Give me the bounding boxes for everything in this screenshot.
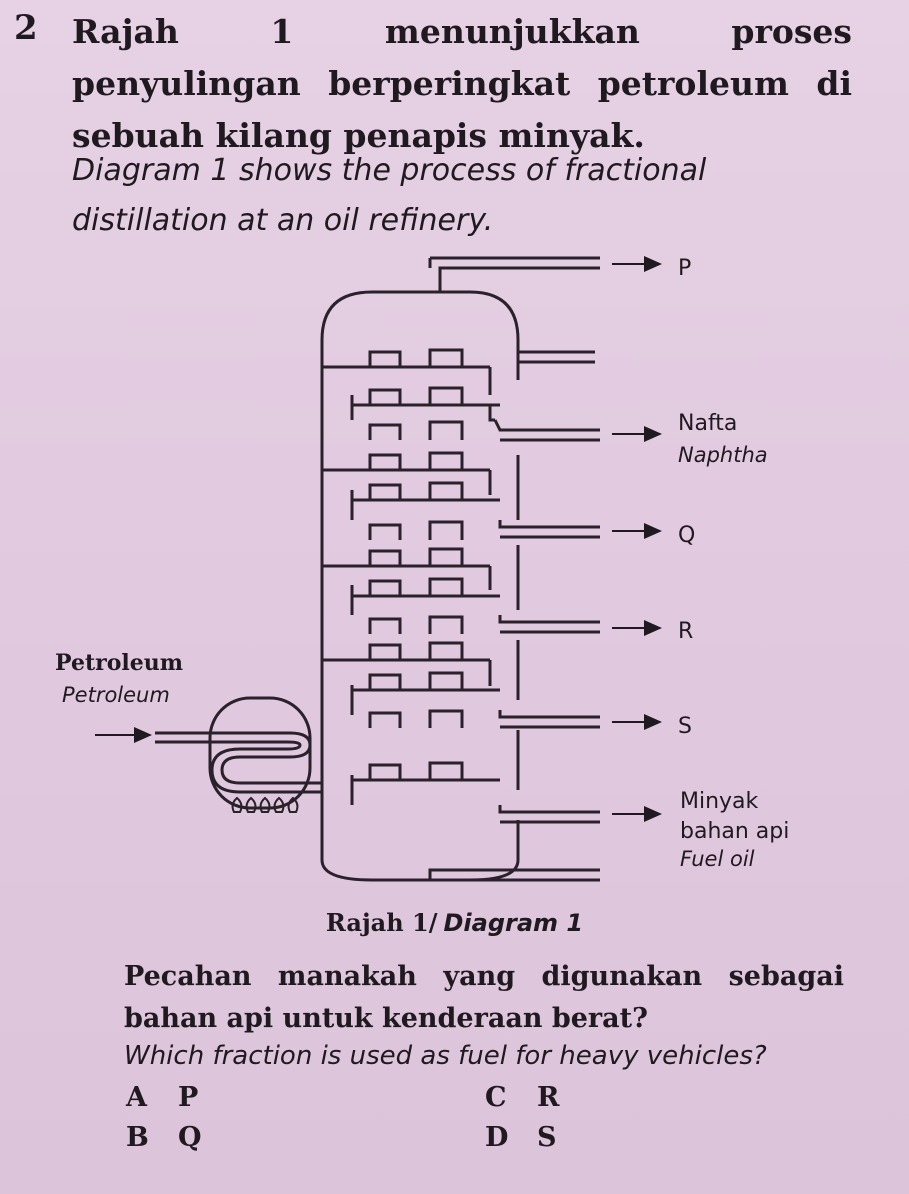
prompt-malay: Pecahan manakah yang digunakan sebagai b… (124, 961, 844, 1034)
prompt-english: Which fraction is used as fuel for heavy… (124, 1041, 767, 1071)
outlet-r (498, 615, 600, 634)
option-b-text: Q (178, 1122, 202, 1153)
heating-coil (155, 731, 322, 794)
burner-flames (231, 796, 299, 813)
outlet-q (498, 520, 600, 539)
option-d-text: S (537, 1122, 557, 1153)
bottom-outlet (428, 868, 600, 882)
label-s: S (678, 714, 692, 739)
question-number: 2 (14, 8, 38, 48)
label-fuel-oil: Fuel oil (680, 847, 755, 871)
outlet-fuel-oil (498, 805, 600, 824)
label-q: Q (678, 523, 695, 548)
caption-malay: Rajah 1/ (325, 908, 438, 937)
option-d-letter: D (485, 1122, 509, 1153)
option-a-letter: A (126, 1082, 147, 1113)
label-minyak: Minyak (680, 789, 759, 814)
column-outline (320, 266, 600, 882)
label-petroleum-malay: Petroleum (55, 650, 183, 676)
option-c-text: R (537, 1082, 560, 1113)
bubble-caps (368, 348, 464, 780)
diagram-caption: Rajah 1/ Diagram 1 (0, 908, 909, 938)
option-a-text: P (178, 1082, 199, 1113)
outlet-top (518, 350, 595, 364)
outlet-naphtha (488, 405, 600, 442)
label-naphtha: Naphtha (678, 443, 768, 467)
label-p: P (678, 256, 691, 281)
label-nafta: Nafta (678, 411, 737, 436)
label-r: R (678, 619, 693, 644)
caption-english: Diagram 1 (443, 909, 584, 937)
fractional-distillation-diagram: P Nafta Naphtha Q R S Minyak bahan api F… (55, 256, 789, 882)
outlet-s (498, 710, 600, 729)
intro-english: Diagram 1 shows the process of fractiona… (72, 153, 707, 238)
intro-malay: Rajah 1 menunjukkan proses penyulingan b… (72, 12, 852, 155)
option-b-letter: B (126, 1122, 149, 1153)
label-petroleum-english: Petroleum (62, 683, 170, 707)
label-bahan-api: bahan api (680, 819, 789, 844)
option-c-letter: C (485, 1082, 507, 1113)
